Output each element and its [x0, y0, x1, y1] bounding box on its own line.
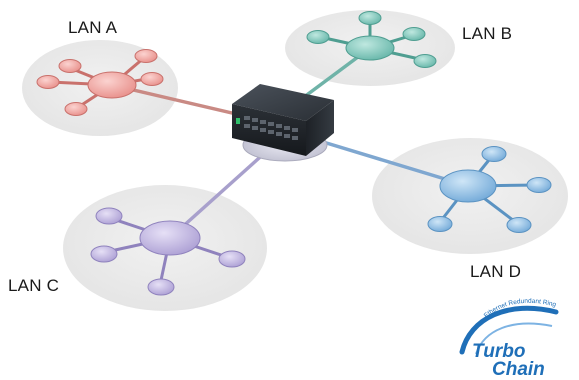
lan-a-label: LAN A — [68, 18, 118, 37]
switch-ports — [244, 116, 298, 140]
lan-a-node — [64, 102, 88, 116]
lan-c-node — [95, 207, 123, 225]
lan-c-hub — [139, 220, 201, 256]
lan-a-cluster — [36, 49, 164, 116]
link-lan-d — [309, 136, 469, 188]
lan-d-node — [506, 217, 532, 233]
lan-b-label: LAN B — [462, 24, 513, 43]
lan-d-label: LAN D — [470, 262, 522, 281]
lan-c-node — [147, 278, 175, 296]
switch-status-led — [236, 118, 240, 124]
lan-a-hub — [87, 71, 137, 99]
lan-c-label: LAN C — [8, 276, 60, 295]
lan-d-node — [526, 177, 552, 193]
lan-d-node — [427, 216, 453, 232]
lan-b-node — [306, 30, 330, 44]
logo-line2: Chain — [492, 359, 545, 380]
lan-b-node — [358, 11, 382, 25]
network-switch-icon — [232, 84, 334, 162]
lan-c-node — [218, 250, 246, 268]
lan-c-node — [90, 245, 118, 263]
lan-d-cluster — [427, 146, 552, 233]
lan-b-cluster — [306, 11, 437, 68]
logo-line1: Turbo — [472, 341, 525, 362]
turbo-chain-logo: Ethernet Redundant Ring Turbo Chain — [459, 298, 559, 380]
lan-a-node — [36, 75, 60, 89]
lan-a-node — [140, 72, 164, 86]
switch-top — [232, 84, 334, 121]
lan-d-node — [481, 146, 507, 162]
lan-b-node — [402, 27, 426, 41]
lan-b-hub — [345, 35, 395, 61]
switch-side — [306, 100, 334, 156]
lan-a-node — [58, 59, 82, 73]
lan-b-node — [413, 54, 437, 68]
lan-a-node — [134, 49, 158, 63]
lan-d-hub — [439, 169, 497, 203]
lan-c-cluster — [90, 207, 246, 296]
